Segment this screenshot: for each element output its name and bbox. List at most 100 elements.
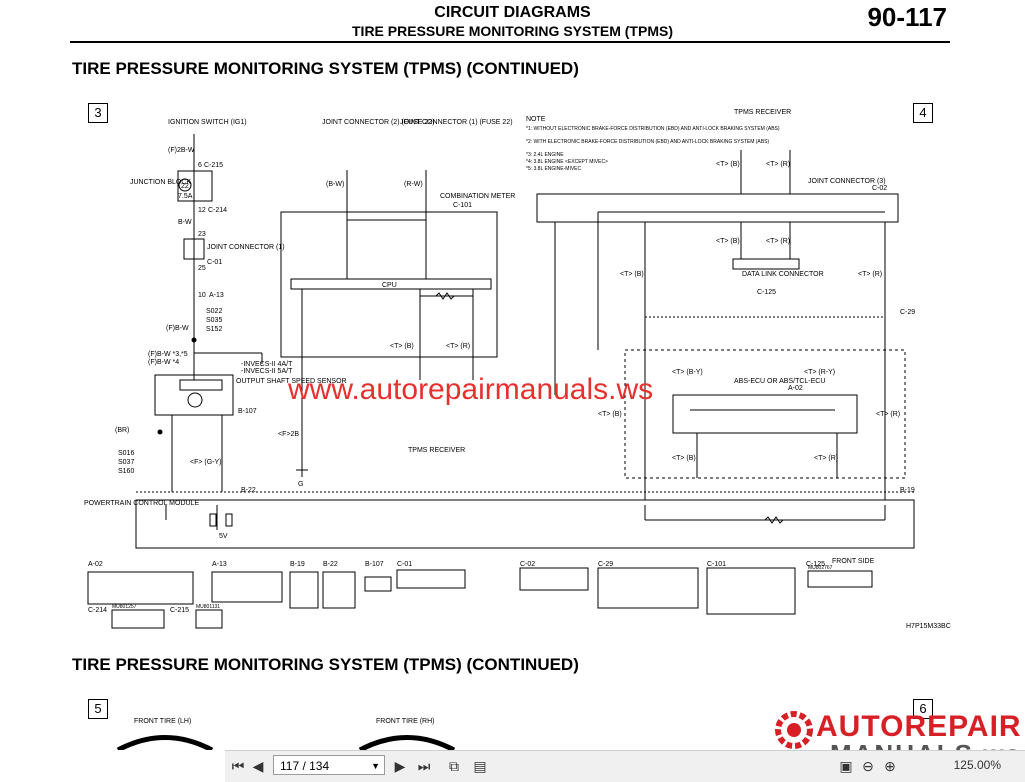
s037-label: S037 xyxy=(118,459,134,466)
wiring-diagram: IGNITION SWITCH (IG1) (F)2B-W C-215 JUNC… xyxy=(84,109,951,750)
tr-dlc-label: <T> (R) xyxy=(766,238,790,245)
conn-label-c01: C-01 xyxy=(397,561,412,568)
pin-6-label: 6 xyxy=(198,162,202,169)
bw-paren-label: (B-W) xyxy=(326,181,344,188)
doc-title: CIRCUIT DIAGRAMS xyxy=(434,4,591,21)
watermark: www.autorepairmanuals.ws xyxy=(288,373,654,406)
junction-block-label: JUNCTION BLOCK xyxy=(130,179,191,186)
c02-label: C-02 xyxy=(872,185,887,192)
cpu-label: CPU xyxy=(382,282,397,289)
abs-ecu-label: ABS-ECU OR ABS/TCL-ECU xyxy=(734,378,825,385)
conn-label-a13: A-13 xyxy=(212,561,227,568)
fbw-label: (F)B-W xyxy=(166,325,189,332)
s152-label: S152 xyxy=(206,326,222,333)
joint-connector-3-box xyxy=(536,193,899,223)
conn-b19 xyxy=(289,571,319,609)
pcm-box xyxy=(135,499,915,549)
conn-label-c29: C-29 xyxy=(598,561,613,568)
abs-ecu-box xyxy=(624,349,906,479)
c215-label: C-215 xyxy=(204,162,223,169)
wire-bw-label: B-W xyxy=(178,219,192,226)
ignition-switch-label: IGNITION SWITCH (IG1) xyxy=(168,119,247,126)
note-5: *5: 3.8L ENGINE-MIVEC xyxy=(526,166,581,172)
b22-label: B-22 xyxy=(241,487,256,494)
zoom-in-icon[interactable]: ⊕ xyxy=(884,758,896,774)
zoom-out-icon[interactable]: ⊖ xyxy=(862,758,874,774)
tr-abs-right-label: <T> (R) xyxy=(876,411,900,418)
note-2: *2: WITH ELECTRONIC BRAKE-FORCE DISTRIBU… xyxy=(526,139,769,145)
pin-23-label: 23 xyxy=(198,231,206,238)
wire-br-label: (BR) xyxy=(115,427,129,434)
s035-label: S035 xyxy=(206,317,222,324)
oss-label: OUTPUT SHAFT SPEED SENSOR xyxy=(236,378,347,385)
data-link-box xyxy=(732,258,800,270)
c29-label: C-29 xyxy=(900,309,915,316)
note-4: *4: 3.8L ENGINE <EXCEPT MIVEC> xyxy=(526,159,608,165)
tb-top-label: <T> (B) xyxy=(716,161,740,168)
last-page-icon[interactable]: ⏭ xyxy=(417,758,431,774)
tr-right-label: <T> (R) xyxy=(858,271,882,278)
fgy-label: <F> (G-Y) xyxy=(190,459,222,466)
prev-page-icon[interactable]: ◀ xyxy=(252,758,264,774)
page-selector[interactable]: 117 / 134 ▼ xyxy=(273,755,385,775)
try-label: <T> (R-Y) xyxy=(804,369,835,376)
fuse-box xyxy=(177,170,213,202)
conn-label-c214: C-214 xyxy=(88,607,107,614)
c214-label: C-214 xyxy=(208,207,227,214)
logo-text-top: AUTOREPAIR xyxy=(816,710,1022,743)
copy-icon[interactable]: ⧉ xyxy=(449,758,459,774)
header-rule xyxy=(70,41,950,43)
front-side-label: FRONT SIDE xyxy=(832,558,875,565)
joint-connector-1-box xyxy=(183,238,205,260)
front-tire-lh-label: FRONT TIRE (LH) xyxy=(134,718,191,725)
page-view-icon[interactable]: ▤ xyxy=(473,758,487,774)
data-link-label: DATA LINK CONNECTOR xyxy=(742,271,824,278)
rw-paren-label: (R-W) xyxy=(404,181,423,188)
conn-label-b107: B-107 xyxy=(365,561,384,568)
invecs-1-label: -INVECS-II 4A/T xyxy=(241,361,293,368)
conn-a13 xyxy=(211,571,283,603)
fuse-rating-label: 7.5A xyxy=(178,193,193,200)
next-page-icon[interactable]: ▶ xyxy=(394,758,406,774)
diagram-marker-5: 5 xyxy=(88,699,108,719)
pin-12-label: 12 xyxy=(198,207,206,214)
note-3: *3: 2.4L ENGINE xyxy=(526,152,564,158)
first-page-icon[interactable]: ⏮ xyxy=(231,758,245,774)
joint-connector-1-label: JOINT CONNECTOR (1) xyxy=(207,244,285,251)
front-tire-rh-label: FRONT TIRE (RH) xyxy=(376,718,434,725)
tby-label: <T> (B-Y) xyxy=(672,369,703,376)
pcm-label: POWERTRAIN CONTROL MODULE xyxy=(84,500,199,507)
fbw-note2-label: (F)B-W *4 xyxy=(148,359,179,366)
conn-label-c02: C-02 xyxy=(520,561,535,568)
s022-label: S022 xyxy=(206,308,222,315)
abs-inner-box xyxy=(672,394,858,434)
jc2-label: JOINT CONNECTOR (2) (FUSE 22) xyxy=(322,119,435,126)
conn-b22 xyxy=(322,571,356,609)
conn-label-a02: A-02 xyxy=(88,561,103,568)
section-title: TIRE PRESSURE MONITORING SYSTEM (TPMS) (… xyxy=(72,59,579,78)
comb-meter-label: COMBINATION METER xyxy=(440,193,515,200)
s016-label: S016 xyxy=(118,450,134,457)
tb-abs-lower-label: <T> (B) xyxy=(672,455,696,462)
tr-top-label: <T> (R) xyxy=(766,161,790,168)
conn-label-c101: C-101 xyxy=(707,561,726,568)
ground-label: G xyxy=(298,481,303,488)
tb-dlc-label: <T> (B) xyxy=(716,238,740,245)
conn-c125 xyxy=(807,570,873,588)
conn-c215 xyxy=(195,609,223,629)
tr-abs-lower-label: <T> (R) xyxy=(814,455,838,462)
f2b-label: <F>2B xyxy=(278,431,299,438)
joint-connector-3-label: JOINT CONNECTOR (3) xyxy=(808,178,886,185)
s160-label: S160 xyxy=(118,468,134,475)
pin-10-label: 10 xyxy=(198,292,206,299)
5v-label: 5V xyxy=(219,533,228,540)
fit-page-icon[interactable]: ▣ xyxy=(839,758,853,774)
conn-b107 xyxy=(364,576,392,592)
viewer-toolbar: ⏮ ◀ 117 / 134 ▼ ▶ ⏭ ⧉ ▤ ▣ ⊖ ⊕ 125.00% xyxy=(225,750,1025,782)
figure-code-label: H7P15M33BC xyxy=(906,623,951,630)
zoom-level[interactable]: 125.00% xyxy=(953,758,1001,772)
invecs-2-label: -INVECS-II 5A/T xyxy=(241,368,293,375)
combination-meter-box xyxy=(280,211,498,358)
b107-label: B-107 xyxy=(238,408,257,415)
conn-label-b19: B-19 xyxy=(290,561,305,568)
